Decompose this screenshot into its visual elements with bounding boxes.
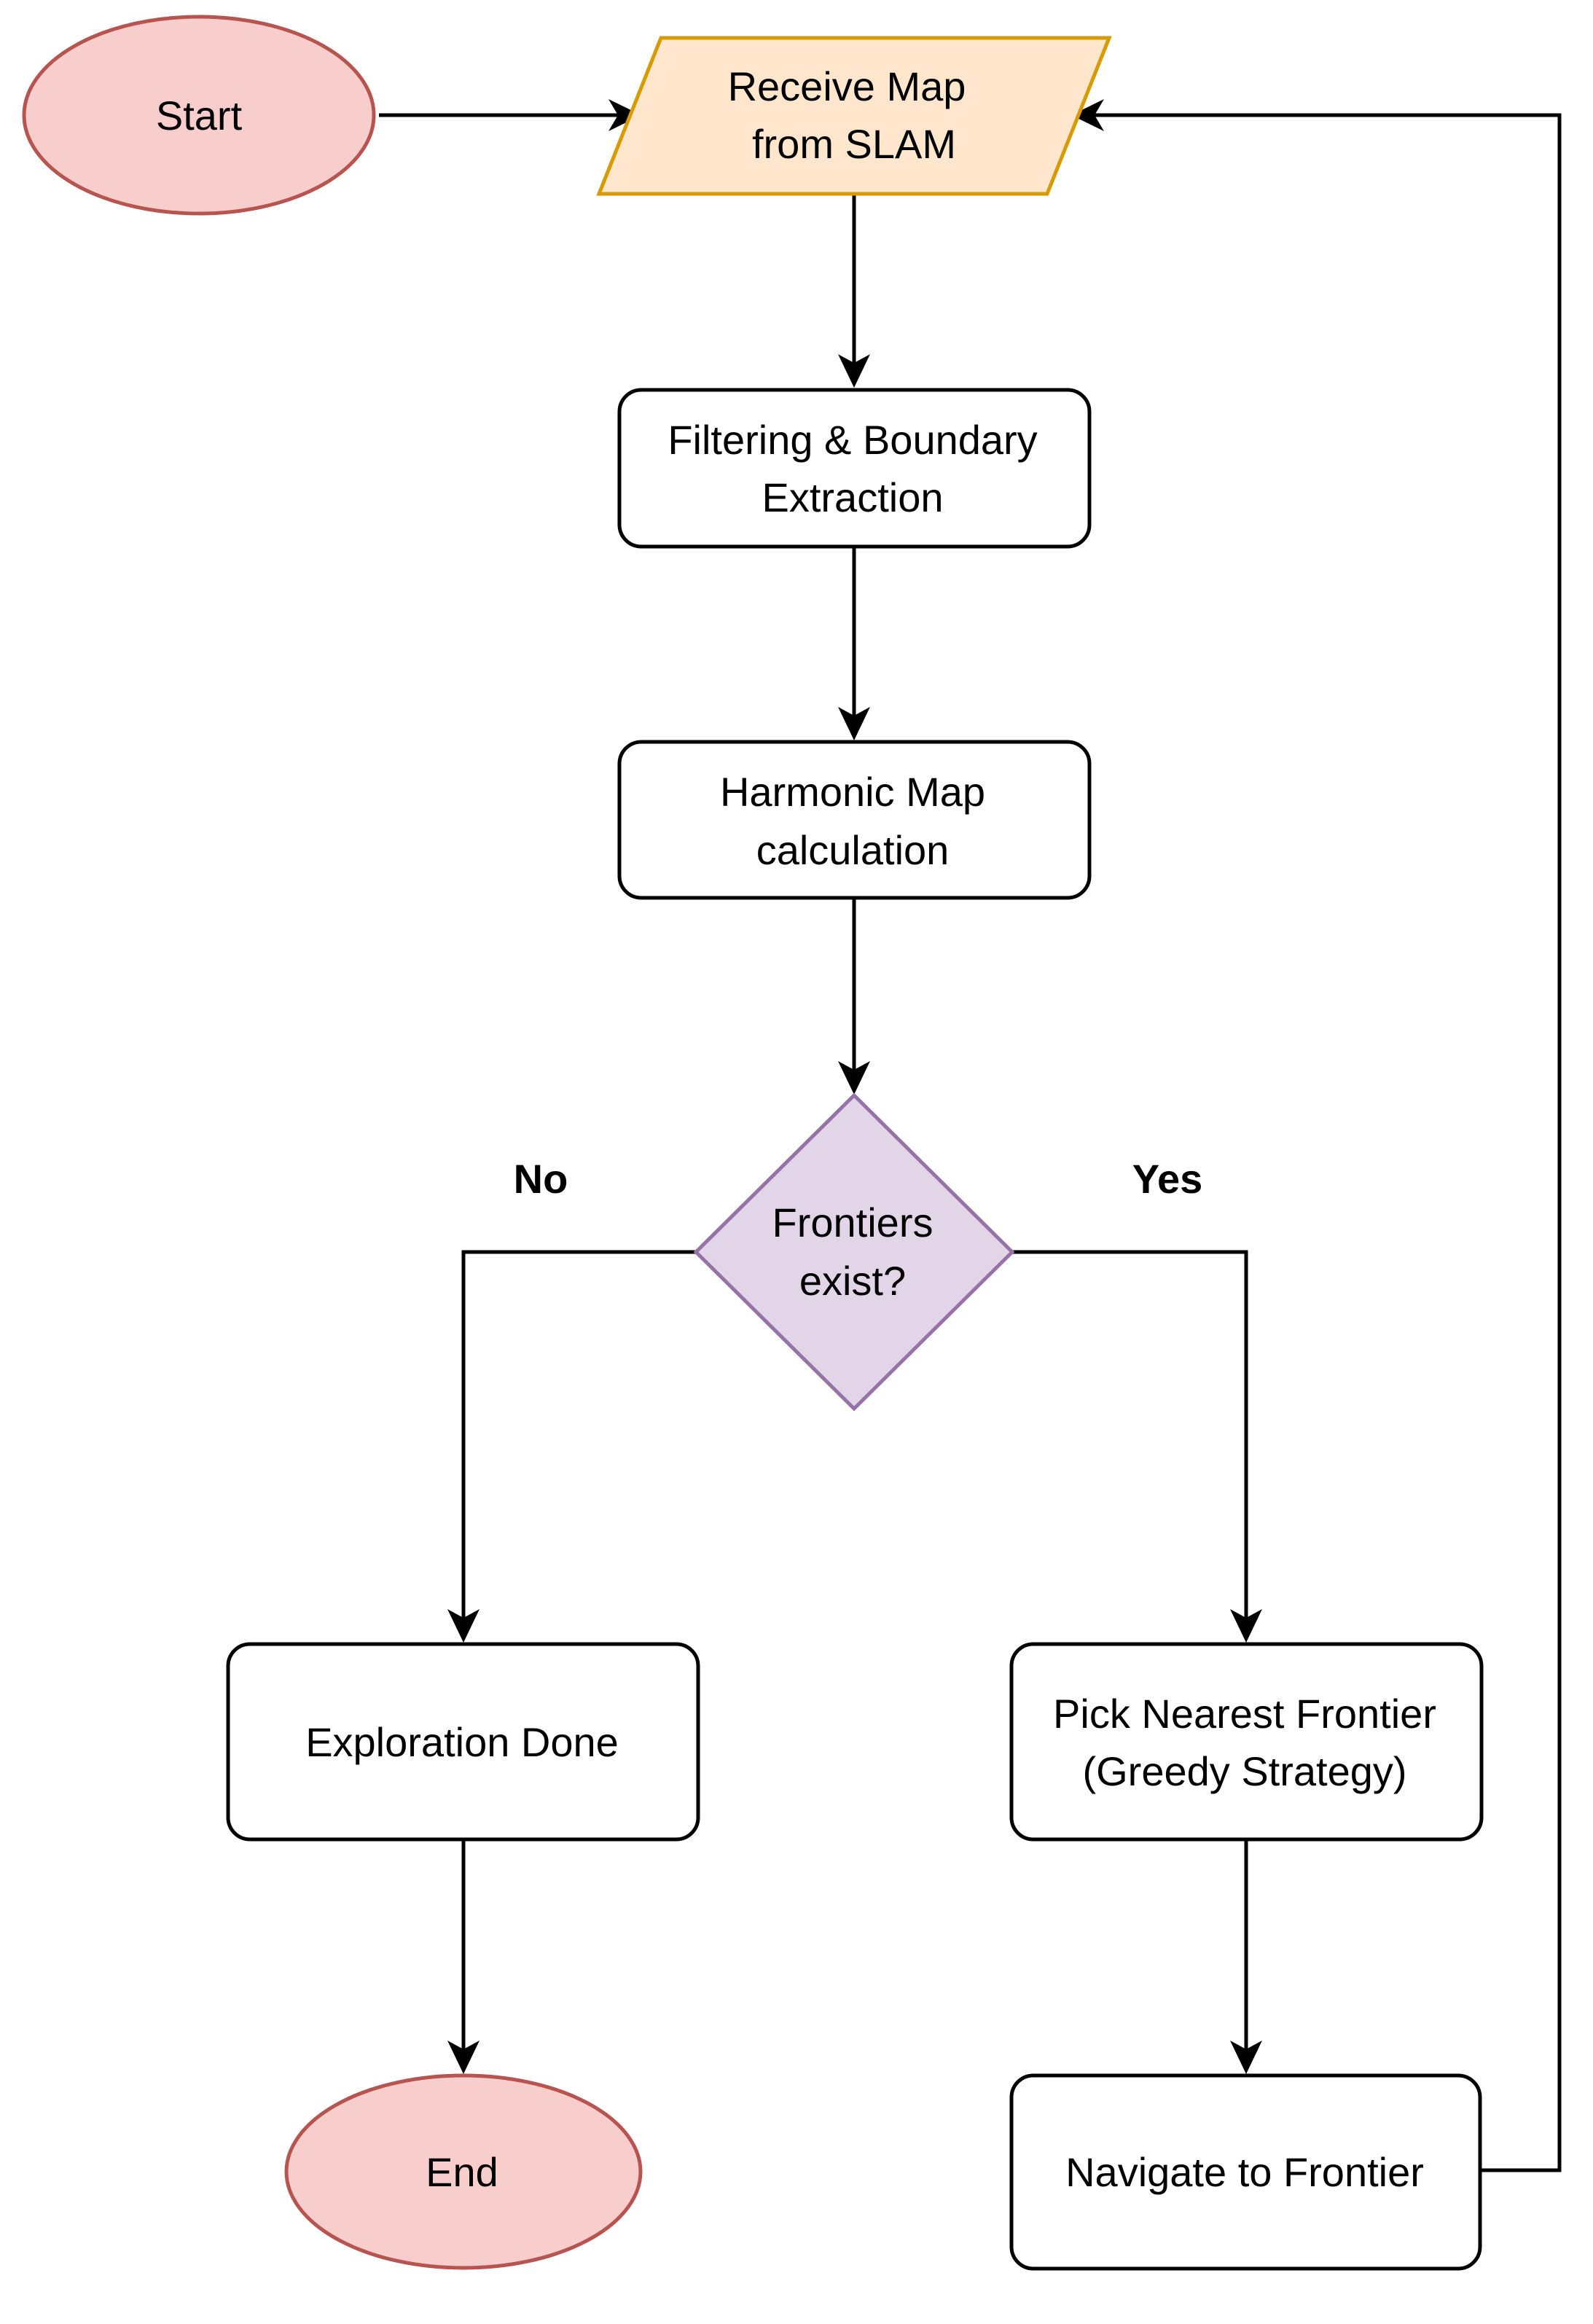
arrowhead-decision-to-pick xyxy=(1230,1609,1262,1643)
pick-frontier-label-line1: Pick Nearest Frontier xyxy=(1053,1691,1436,1737)
arrowhead-start-to-receive xyxy=(608,99,641,131)
pick-frontier-label-line2: (Greedy Strategy) xyxy=(1082,1748,1406,1794)
pick-frontier-node: Pick Nearest Frontier (Greedy Strategy) xyxy=(1009,1642,1484,1842)
receive-map-parallelogram xyxy=(596,36,1112,196)
exploration-done-box xyxy=(226,1642,700,1842)
receive-map-node: Receive Map from SLAM xyxy=(596,36,1112,196)
end-label: End xyxy=(426,2149,498,2195)
arrowhead-done-to-end xyxy=(447,2041,480,2074)
decision-diamond xyxy=(693,1092,1015,1412)
navigate-node: Navigate to Frontier xyxy=(1009,2073,1482,2271)
end-ellipse xyxy=(284,2073,643,2270)
harmonic-label-line2: calculation xyxy=(756,827,950,873)
receive-map-label-line2: from SLAM xyxy=(752,121,956,167)
navigate-label: Navigate to Frontier xyxy=(1065,2149,1424,2195)
filtering-node: Filtering & Boundary Extraction xyxy=(617,388,1092,549)
receive-map-label-line1: Receive Map xyxy=(728,63,966,109)
edge-label-no: No xyxy=(514,1156,568,1202)
edge-decision-to-done xyxy=(461,1250,696,1625)
exploration-done-label: Exploration Done xyxy=(305,1719,619,1765)
arrowhead-pick-to-navigate xyxy=(1230,2041,1262,2074)
arrowhead-receive-to-filtering xyxy=(838,354,870,388)
decision-label-line2: exist? xyxy=(799,1258,906,1304)
harmonic-box xyxy=(617,740,1092,900)
start-label: Start xyxy=(156,93,243,138)
filtering-box xyxy=(617,388,1092,549)
pick-frontier-box xyxy=(1009,1642,1484,1842)
start-ellipse xyxy=(22,15,376,216)
harmonic-node: Harmonic Map calculation xyxy=(617,740,1092,900)
arrowhead-navigate-to-receive xyxy=(1071,99,1104,131)
start-node: Start xyxy=(22,15,376,216)
navigate-box xyxy=(1009,2073,1482,2271)
edges xyxy=(379,99,1562,2172)
decision-node: Frontiers exist? xyxy=(693,1092,1015,1412)
arrowhead-harmonic-to-decision xyxy=(838,1061,870,1095)
edge-label-yes: Yes xyxy=(1132,1156,1203,1202)
filtering-label-line2: Extraction xyxy=(762,474,944,520)
decision-label-line1: Frontiers xyxy=(772,1200,934,1245)
arrowhead-filtering-to-harmonic xyxy=(838,707,870,740)
edge-decision-to-pick xyxy=(1012,1250,1248,1625)
filtering-label-line1: Filtering & Boundary xyxy=(668,417,1037,463)
harmonic-label-line1: Harmonic Map xyxy=(720,769,985,815)
exploration-done-node: Exploration Done xyxy=(226,1642,700,1842)
arrowhead-decision-to-done xyxy=(447,1609,480,1643)
end-node: End xyxy=(284,2073,643,2270)
edge-navigate-to-receive xyxy=(1087,113,1562,2172)
